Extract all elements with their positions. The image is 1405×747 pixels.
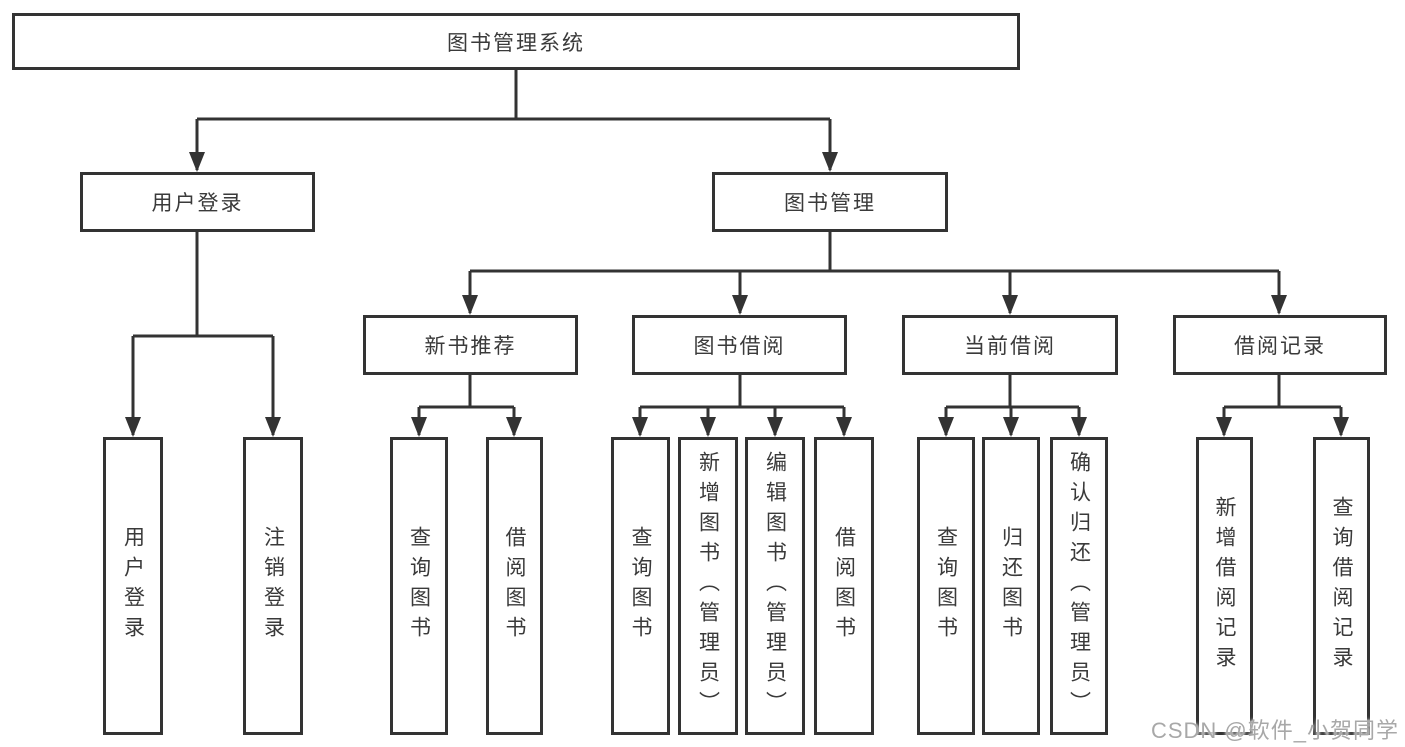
node-query-borrow-record: 查询借阅记录 xyxy=(1313,437,1370,735)
node-new-book-recommend: 新书推荐 xyxy=(363,315,578,375)
node-borrow-records: 借阅记录 xyxy=(1173,315,1387,375)
node-label: 借阅图书 xyxy=(503,526,526,646)
node-user-login-action: 用户登录 xyxy=(103,437,163,735)
node-add-books-admin: 新增图书（管理员） xyxy=(678,437,738,735)
node-label: 编辑图书（管理员） xyxy=(763,451,787,721)
node-logout: 注销登录 xyxy=(243,437,303,735)
node-edit-books-admin: 编辑图书（管理员） xyxy=(745,437,805,735)
node-user-login: 用户登录 xyxy=(80,172,315,232)
edge-book-borrow-children xyxy=(638,375,846,435)
node-add-borrow-record: 新增借阅记录 xyxy=(1196,437,1253,735)
node-borrow-query-books: 查询图书 xyxy=(611,437,670,735)
node-label: 注销登录 xyxy=(261,526,285,646)
node-label: 借阅图书 xyxy=(832,526,856,646)
node-label: 查询图书 xyxy=(934,526,958,646)
node-label: 查询借阅记录 xyxy=(1330,496,1353,676)
node-book-management: 图书管理 xyxy=(712,172,948,232)
node-book-borrow: 图书借阅 xyxy=(632,315,847,375)
node-current-borrow: 当前借阅 xyxy=(902,315,1118,375)
node-label: 用户登录 xyxy=(121,526,145,646)
node-label: 查询图书 xyxy=(629,526,652,646)
edge-user-login-children xyxy=(131,232,275,435)
node-label: 新增借阅记录 xyxy=(1213,496,1236,676)
edge-root-to-level2 xyxy=(195,70,832,170)
node-current-query-books: 查询图书 xyxy=(917,437,975,735)
node-borrow-books: 借阅图书 xyxy=(814,437,874,735)
node-return-books: 归还图书 xyxy=(982,437,1040,735)
tree-edges xyxy=(131,70,1343,435)
node-recommend-borrow-books: 借阅图书 xyxy=(486,437,543,735)
node-label: 确认归还（管理员） xyxy=(1067,451,1091,721)
node-library-system: 图书管理系统 xyxy=(12,13,1020,70)
node-label: 归还图书 xyxy=(999,526,1023,646)
edge-new-book-recommend-children xyxy=(417,375,516,435)
edge-borrow-records-children xyxy=(1222,375,1343,435)
node-confirm-return-admin: 确认归还（管理员） xyxy=(1050,437,1108,735)
node-recommend-query-books: 查询图书 xyxy=(390,437,448,735)
node-label: 查询图书 xyxy=(407,526,431,646)
node-label: 新增图书（管理员） xyxy=(696,451,720,721)
csdn-watermark: CSDN @软件_小贺同学 xyxy=(1150,718,1399,743)
edge-book-management-children xyxy=(468,232,1281,313)
